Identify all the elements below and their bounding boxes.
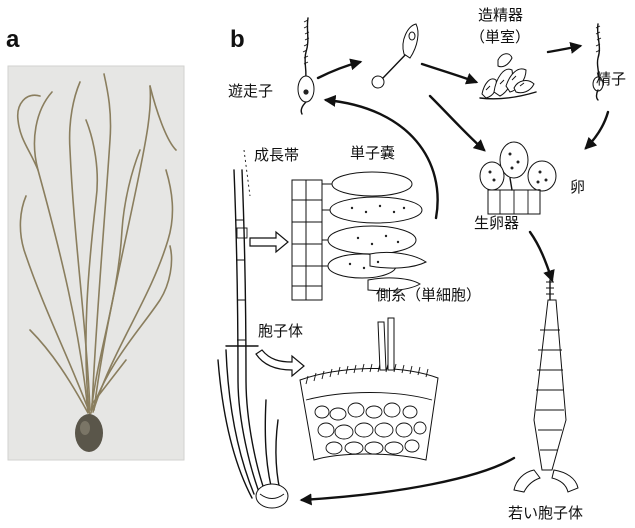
antheridium-illustration (480, 54, 536, 99)
zoom-arrow-lower (256, 350, 304, 376)
label-paraphysis: 側糸（単細胞） (376, 286, 481, 304)
label-sporophyte: 胞子体 (258, 322, 303, 340)
sperm-illustration (593, 24, 603, 100)
label-egg: 卵 (570, 178, 585, 196)
oogonium-illustration (480, 142, 556, 214)
label-unilocular-sporangium: 単子嚢 (350, 144, 395, 162)
young-sporophyte-illustration (514, 280, 578, 492)
label-sperm: 精子 (596, 70, 626, 88)
label-antheridium-line2: （単室） (470, 28, 530, 46)
label-zoospore: 遊走子 (228, 82, 273, 100)
label-young-sporophyte: 若い胞子体 (508, 504, 583, 522)
cross-section-illustration (300, 318, 438, 460)
zoospore-illustration (298, 18, 314, 114)
label-antheridium-line1: 造精器 (478, 6, 523, 24)
panel-a-label: a (6, 26, 20, 53)
panel-b-label: b (230, 26, 245, 53)
seaweed-photo (8, 66, 184, 460)
label-growth-zone: 成長帯 (254, 146, 299, 164)
germling-illustration (372, 24, 418, 88)
zoom-arrow-upper (250, 232, 288, 252)
label-oogonium: 生卵器 (474, 214, 519, 232)
sporangia-detail-illustration (292, 172, 426, 300)
